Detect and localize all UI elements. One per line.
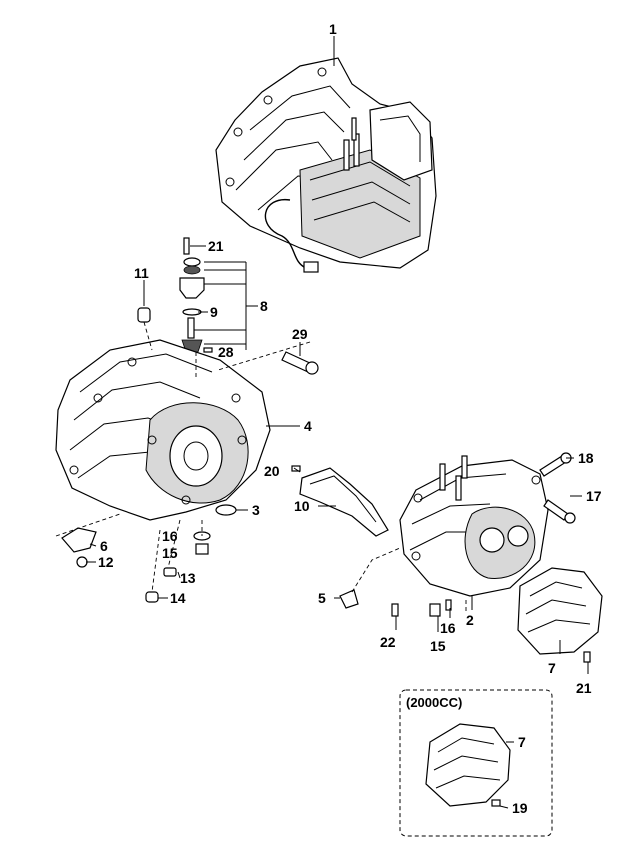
callout-21-top: 21 — [208, 238, 224, 254]
callout-10: 10 — [294, 498, 310, 514]
callout-29: 29 — [292, 326, 308, 342]
leader-lines — [55, 36, 589, 809]
callout-11: 11 — [134, 265, 149, 281]
small-parts-middle — [339, 589, 452, 617]
bolts-17-18 — [539, 452, 576, 524]
speed-sensor-stack — [179, 237, 213, 353]
bolt-29 — [281, 351, 319, 375]
callout-13: 13 — [180, 570, 196, 586]
washer-3 — [215, 504, 237, 516]
callout-14: 14 — [170, 590, 186, 606]
callout-8: 8 — [260, 298, 268, 314]
callout-18: 18 — [578, 450, 594, 466]
callout-3: 3 — [252, 502, 260, 518]
callout-1: 1 — [329, 21, 337, 37]
variant-label: (2000CC) — [406, 695, 462, 710]
callout-6: 6 — [100, 538, 108, 554]
bracket-10 — [291, 465, 389, 537]
callout-17: 17 — [586, 488, 602, 504]
callout-15-left: 15 — [162, 545, 178, 561]
callout-19: 19 — [512, 800, 528, 816]
callout-12: 12 — [98, 554, 114, 570]
callout-9: 9 — [210, 304, 218, 320]
small-parts-left — [61, 527, 211, 603]
callout-16-right: 16 — [440, 620, 456, 636]
callout-15-right: 15 — [430, 638, 446, 654]
callout-16-left: 16 — [162, 528, 178, 544]
callout-22: 22 — [380, 634, 396, 650]
plug-11 — [137, 292, 151, 323]
callout-5: 5 — [318, 590, 326, 606]
callout-21-right: 21 — [576, 680, 592, 696]
case-cover-7 — [517, 567, 603, 663]
callout-20: 20 — [264, 463, 280, 479]
callout-4: 4 — [304, 418, 312, 434]
callout-7-variant: 7 — [518, 734, 526, 750]
callout-7-right: 7 — [548, 660, 556, 676]
callout-labels: 1 21 11 8 9 29 28 4 20 3 10 18 17 6 12 1… — [98, 21, 602, 816]
clutch-housing — [55, 339, 271, 521]
callout-28: 28 — [218, 344, 234, 360]
transaxle-case — [399, 455, 549, 597]
variant-2000cc-box — [399, 689, 553, 837]
callout-2: 2 — [466, 612, 474, 628]
transaxle-assembly — [215, 57, 437, 273]
